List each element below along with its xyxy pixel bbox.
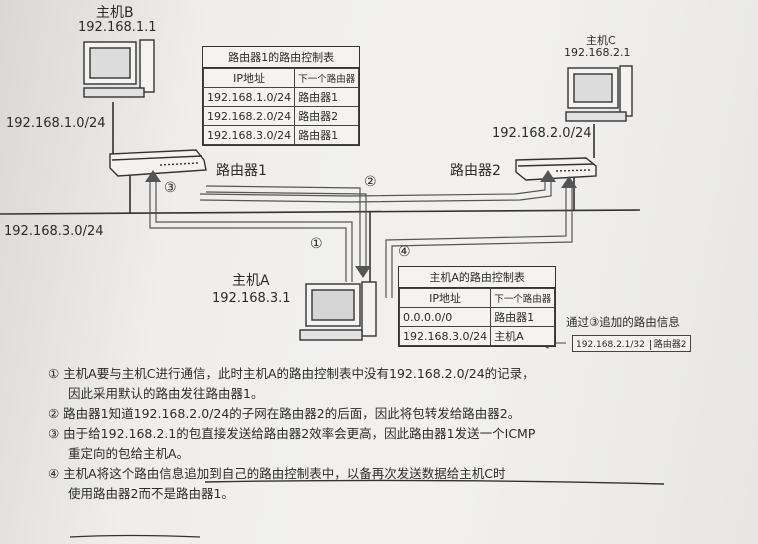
arrow-4 [385, 186, 567, 298]
host-a-ip: 192.168.3.1 [212, 291, 291, 306]
host-a-table-grid: IP地址 下一个路由器 0.0.0.0/0 路由器1 192.168.3.0/2… [398, 288, 556, 346]
note-4-line-2: 使用路由器2而不是路由器1。 [68, 486, 234, 501]
host-a-row-next: 主机A [490, 326, 556, 346]
host-b-ip: 192.168.1.1 [78, 20, 157, 35]
router1-row-next: 路由器1 [294, 87, 360, 107]
router1-label: 路由器1 [216, 163, 267, 179]
pen-underline [204, 479, 665, 485]
arrow-2 [199, 180, 546, 197]
step-2-marker: ② [364, 174, 377, 190]
router1-table-header-next: 下一个路由器 [294, 68, 360, 88]
computer-a-icon [299, 281, 377, 341]
network-3-line [0, 209, 641, 215]
router1-row-next: 路由器2 [294, 106, 360, 126]
router2-icon [515, 157, 597, 181]
step-3-marker: ③ [164, 180, 177, 196]
network-1-label: 192.168.1.0/24 [6, 116, 106, 131]
table-row: 192.168.1.0/24 路由器1 [202, 87, 360, 107]
host-a-route-table: 主机A的路由控制表 IP地址 下一个路由器 0.0.0.0/0 路由器1 192… [398, 266, 557, 347]
host-a-table-header-next: 下一个路由器 [490, 288, 556, 308]
router1-table-grid: IP地址 下一个路由器 192.168.1.0/24 路由器1 192.168.… [202, 68, 360, 145]
host-a-table-header-ip: IP地址 [398, 288, 492, 308]
host-a-row-next: 路由器1 [490, 307, 556, 327]
arrow-3 [205, 185, 361, 268]
note-1-line-1: ① 主机A要与主机C进行通信，此时主机A的路由控制表中没有192.168.2.0… [48, 366, 535, 381]
host-b-name: 主机B [96, 5, 134, 21]
note-2: ② 路由器1知道192.168.2.0/24的子网在路由器2的后面，因此将包转发… [48, 406, 521, 421]
note-3-line-1: ③ 由于给192.168.2.1的包直接发送给路由器2效率会更高，因此路由器1发… [48, 426, 536, 441]
note-1-line-2: 因此采用默认的路由发往路由器1。 [68, 386, 264, 401]
computer-b-icon [83, 39, 155, 98]
table-row: 192.168.3.0/24 路由器1 [202, 125, 360, 145]
router1-route-table: 路由器1的路由控制表 IP地址 下一个路由器 192.168.1.0/24 路由… [202, 46, 361, 146]
table-row: 0.0.0.0/0 路由器1 [398, 307, 556, 327]
note-4-line-1: ④ 主机A将这个路由信息追加到自己的路由控制表中，以备再次发送数据给主机C时 [48, 466, 506, 481]
explanation-notes: ① 主机A要与主机C进行通信，此时主机A的路由控制表中没有192.168.2.0… [48, 364, 728, 504]
computer-c-icon [565, 65, 633, 122]
step-1-marker: ① [310, 236, 323, 252]
host-c-name: 主机C [586, 34, 616, 47]
host-c-ip: 192.168.2.1 [564, 46, 631, 59]
router1-row-ip: 192.168.1.0/24 [202, 87, 296, 107]
host-a-row-ip: 0.0.0.0/0 [398, 307, 492, 327]
router1-table-title: 路由器1的路由控制表 [203, 47, 360, 68]
note-3-line-2: 重定向的包给主机A。 [68, 446, 190, 461]
router1-row-next: 路由器1 [294, 125, 360, 145]
router1-row-ip: 192.168.3.0/24 [202, 125, 296, 145]
network-2-label: 192.168.2.0/24 [492, 126, 592, 141]
router2-label: 路由器2 [450, 163, 501, 179]
router1-table-header-ip: IP地址 [202, 68, 296, 88]
added-route-next: 路由器2 [649, 340, 687, 350]
added-route-box: 192.168.2.1/32 路由器2 [572, 335, 691, 352]
table-row: 192.168.2.0/24 路由器2 [202, 106, 360, 126]
arrow-1 [149, 180, 347, 282]
host-a-table-title: 主机A的路由控制表 [399, 267, 556, 288]
router1-row-ip: 192.168.2.0/24 [202, 106, 296, 126]
network-3-label: 192.168.3.0/24 [4, 224, 104, 239]
table-row: 192.168.3.0/24 主机A [398, 326, 556, 346]
host-a-name: 主机A [232, 273, 270, 289]
added-route-ip: 192.168.2.1/32 [576, 340, 645, 350]
host-a-row-ip: 192.168.3.0/24 [398, 326, 492, 346]
step-4-marker: ④ [398, 244, 411, 260]
added-route-label: 通过③追加的路由信息 [566, 315, 680, 329]
router1-icon [109, 149, 207, 177]
